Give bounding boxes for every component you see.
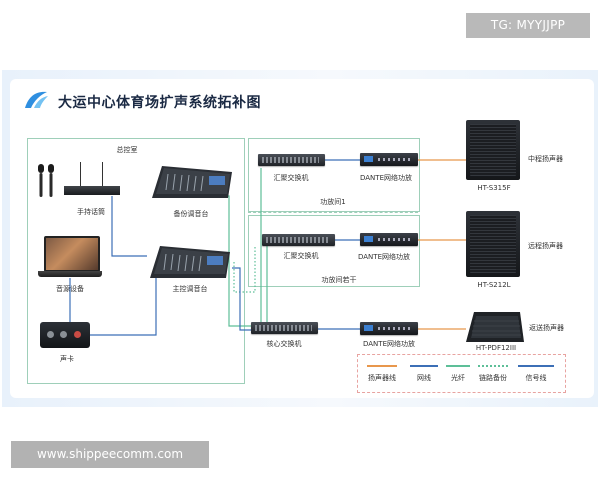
core-switch bbox=[251, 322, 318, 334]
sound-card-label: 声卡 bbox=[60, 355, 74, 363]
dante-amp-3 bbox=[360, 322, 418, 335]
core-switch-label: 核心交换机 bbox=[266, 340, 302, 348]
backup-console-icon bbox=[152, 166, 232, 198]
signal-line-mic-main bbox=[111, 196, 147, 257]
legend-label-speaker-line: 扬声器线 bbox=[368, 374, 396, 382]
long-range-speaker bbox=[466, 211, 520, 277]
aggregation-switch-2-label: 汇聚交换机 bbox=[283, 252, 319, 260]
legend-swatch-signal bbox=[518, 365, 554, 367]
speaker-3-model: HT-PDF12III bbox=[475, 344, 517, 352]
legend-label-network: 网线 bbox=[417, 374, 431, 382]
signal-line-soundcard-main bbox=[90, 276, 157, 336]
audio-source-label: 音源设备 bbox=[56, 285, 84, 293]
monitor-speaker bbox=[466, 312, 524, 342]
speaker-2-model: HT-S212L bbox=[477, 281, 511, 289]
speaker-1-role: 中程扬声器 bbox=[528, 155, 563, 163]
legend-swatch-link-backup bbox=[478, 365, 508, 367]
legend-label-link-backup: 链路备份 bbox=[479, 374, 507, 382]
main-console-label: 主控调音台 bbox=[172, 285, 208, 293]
dante-amp-1-label: DANTE网络功放 bbox=[360, 174, 412, 182]
receiver-antenna-right bbox=[102, 162, 103, 186]
control-room-label: 总控室 bbox=[116, 146, 138, 154]
receiver-antenna-left bbox=[80, 162, 81, 186]
legend-label-signal: 信号线 bbox=[525, 374, 547, 382]
watermark-website: www.shippeecomm.com bbox=[11, 441, 209, 468]
backup-link-main-agg bbox=[233, 246, 256, 293]
watermark-telegram: TG: MYYJJPP bbox=[466, 13, 590, 38]
microphone-icon bbox=[38, 164, 54, 197]
laptop-base bbox=[38, 271, 102, 277]
legend-swatch-speaker-line bbox=[367, 365, 397, 367]
diagram-title: 大运中心体育场扩声系统拓补图 bbox=[58, 95, 261, 111]
dante-amp-2 bbox=[360, 233, 418, 246]
aggregation-switch-2 bbox=[262, 234, 335, 246]
legend-label-fiber: 光纤 bbox=[451, 374, 465, 382]
amp-room-n-label: 功放间若干 bbox=[321, 276, 357, 284]
speaker-1-model: HT-S315F bbox=[477, 184, 511, 192]
amp-room-1-label: 功放间1 bbox=[320, 198, 346, 206]
wireless-receiver bbox=[64, 186, 120, 195]
amp-room-1-frame bbox=[248, 138, 420, 212]
backup-console-label: 备份调音台 bbox=[173, 210, 209, 218]
amp-room-separator bbox=[248, 212, 418, 213]
network-line-main-core bbox=[232, 267, 252, 331]
speaker-2-role: 远程扬声器 bbox=[528, 242, 563, 250]
aggregation-switch-1-label: 汇聚交换机 bbox=[273, 174, 309, 182]
speaker-3-role: 返送扬声器 bbox=[529, 324, 564, 332]
control-room-frame bbox=[27, 138, 245, 384]
amp-room-n-frame bbox=[248, 215, 420, 287]
logo-icon bbox=[25, 91, 48, 108]
dante-amp-1 bbox=[360, 153, 418, 166]
main-console-icon bbox=[150, 246, 230, 278]
legend-swatch-fiber bbox=[446, 365, 470, 367]
sound-card-icon bbox=[40, 322, 90, 348]
dante-amp-2-label: DANTE网络功放 bbox=[358, 253, 410, 261]
laptop-icon bbox=[44, 236, 100, 272]
wireless-mic-label: 手持话筒 bbox=[77, 208, 105, 216]
mid-range-speaker bbox=[466, 120, 520, 180]
legend bbox=[357, 354, 566, 393]
dante-amp-3-label: DANTE网络功放 bbox=[363, 340, 415, 348]
aggregation-switch-1 bbox=[258, 154, 325, 166]
legend-swatch-network bbox=[410, 365, 438, 367]
